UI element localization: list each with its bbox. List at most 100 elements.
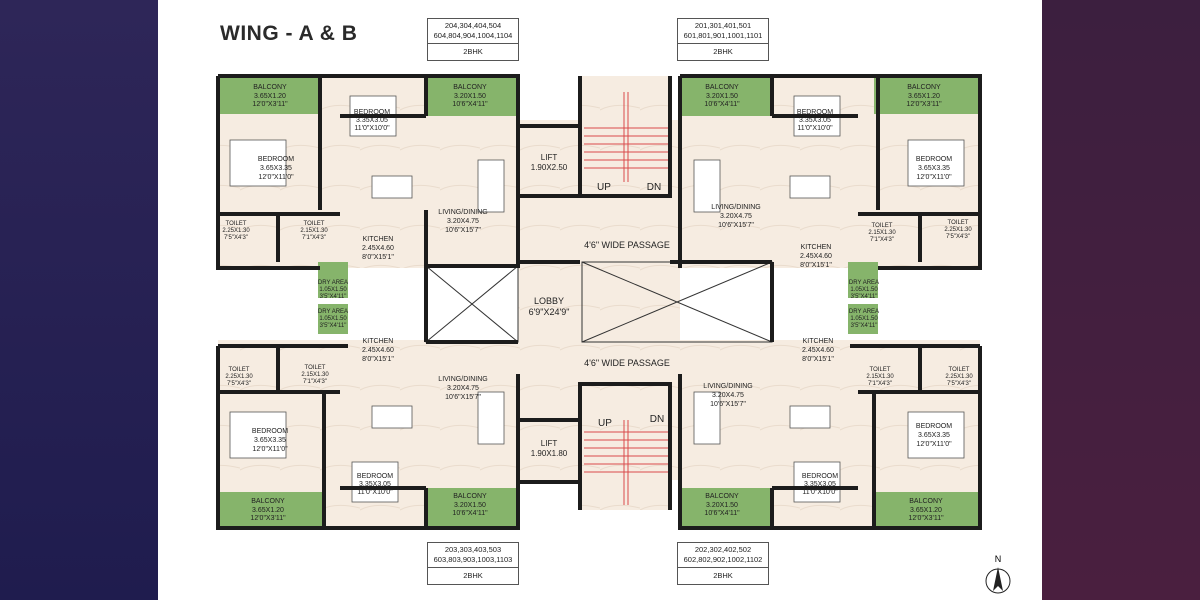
unit-type: 2BHK bbox=[463, 571, 483, 580]
kitchen-label: KITCHEN bbox=[801, 244, 832, 251]
balcony-label: BALCONY bbox=[705, 493, 739, 500]
walls bbox=[216, 74, 982, 530]
kitchen-dim: 2.45X4.60 bbox=[362, 245, 394, 252]
bedroom-dim: 3.65X3.35 bbox=[918, 165, 950, 172]
core-labels: LIFT 1.90X2.50 LIFT 1.90X1.80 LOBBY 6'9"… bbox=[529, 153, 670, 458]
bedroom-dim: 3.35X3.05 bbox=[804, 481, 836, 488]
bedroom-label: BEDROOM bbox=[916, 156, 952, 163]
bedroom-label: BEDROOM bbox=[916, 423, 952, 430]
balcony-label: BALCONY bbox=[909, 498, 943, 505]
unit-numbers: 201,301,401,501 601,801,901,1001,1101 bbox=[678, 19, 768, 44]
balcony-label: BALCONY bbox=[453, 493, 487, 500]
balcony-ft: 10'6"X4'11" bbox=[452, 510, 488, 517]
dry-area-dim: 1.05X1.50 bbox=[850, 316, 878, 322]
balcony-dim: 3.65X1.20 bbox=[254, 93, 286, 100]
bedroom-ft: 12'0"X11'0" bbox=[916, 174, 952, 181]
staircase-bottom bbox=[584, 420, 668, 505]
living-ft: 10'6"X15'7" bbox=[710, 401, 746, 408]
balcony-ft: 12'0"X3'11" bbox=[250, 515, 286, 522]
toilet-ft: 7'5"X4'3" bbox=[227, 381, 251, 387]
toilet-ft: 7'5"X4'3" bbox=[224, 235, 248, 241]
dry-area-dim: 1.05X1.50 bbox=[850, 287, 878, 293]
living-label: LIVING/DINING bbox=[438, 376, 487, 383]
living-ft: 10'6"X15'7" bbox=[445, 394, 481, 401]
toilet-ft: 7'5"X4'3" bbox=[947, 381, 971, 387]
north-compass-icon: N bbox=[985, 554, 1011, 594]
kitchen-label: KITCHEN bbox=[363, 338, 394, 345]
unit-numbers: 203,303,403,503 603,803,903,1003,1103 bbox=[428, 543, 518, 568]
balcony-ft: 12'0"X3'11" bbox=[252, 101, 288, 108]
toilet-dim: 2.15X1.30 bbox=[301, 372, 329, 378]
living-dim: 3.20X4.75 bbox=[712, 392, 744, 399]
unit-numbers-line: 602,802,902,1002,1102 bbox=[683, 555, 763, 564]
bedroom-ft: 11'0"X10'0" bbox=[354, 125, 390, 132]
balcony-dim: 3.20X1.50 bbox=[706, 93, 738, 100]
toilet-dim: 2.15X1.30 bbox=[300, 228, 328, 234]
living-label: LIVING/DINING bbox=[711, 204, 760, 211]
bedroom-dim: 3.65X3.35 bbox=[260, 165, 292, 172]
unit-type: 2BHK bbox=[463, 47, 483, 56]
balcony-label: BALCONY bbox=[253, 84, 287, 91]
right-background-panel bbox=[1042, 0, 1200, 600]
stair-down-label: DN bbox=[647, 182, 661, 193]
staircase-top bbox=[584, 92, 668, 182]
balcony-ft: 10'6"X4'11" bbox=[704, 101, 740, 108]
wing-title: WING - A & B bbox=[220, 22, 358, 45]
balcony-label: BALCONY bbox=[251, 498, 285, 505]
dry-area-label: DRY AREA bbox=[849, 309, 879, 315]
dry-area-dim: 1.05X1.50 bbox=[319, 316, 347, 322]
unit-numbers: 202,302,402,502 602,802,902,1002,1102 bbox=[678, 543, 768, 568]
bedroom-label: BEDROOM bbox=[354, 109, 390, 116]
dry-area-label: DRY AREA bbox=[318, 280, 348, 286]
stair-up-label: UP bbox=[597, 182, 611, 193]
toilet-label: TOILET bbox=[304, 221, 325, 227]
bedroom-ft: 11'0"X10'0" bbox=[802, 489, 838, 496]
kitchen-dim: 2.45X4.60 bbox=[362, 347, 394, 354]
bedroom-dim: 3.65X3.35 bbox=[254, 437, 286, 444]
lift-dim: 1.90X2.50 bbox=[531, 163, 568, 172]
unit-numbers-line: 603,803,903,1003,1103 bbox=[433, 555, 513, 564]
living-ft: 10'6"X15'7" bbox=[718, 222, 754, 229]
toilet-ft: 7'1"X4'3" bbox=[302, 235, 326, 241]
balcony-dim: 3.65X1.20 bbox=[910, 507, 942, 514]
kitchen-label: KITCHEN bbox=[363, 236, 394, 243]
toilet-label: TOILET bbox=[949, 367, 970, 373]
lobby-dim: 6'9"X24'9" bbox=[529, 307, 570, 317]
passage-label: 4'6" WIDE PASSAGE bbox=[584, 240, 670, 250]
room-labels: BALCONY 3.65X1.20 12'0"X3'11" BEDROOM 3.… bbox=[222, 84, 973, 522]
toilet-ft: 7'1"X4'3" bbox=[868, 381, 892, 387]
living-label: LIVING/DINING bbox=[703, 383, 752, 390]
lift-label: LIFT bbox=[541, 439, 558, 448]
toilet-label: TOILET bbox=[870, 367, 891, 373]
bedroom-dim: 3.35X3.05 bbox=[799, 117, 831, 124]
passage-label: 4'6" WIDE PASSAGE bbox=[584, 358, 670, 368]
unit-numbers-line: 202,302,402,502 bbox=[694, 545, 752, 554]
dry-area-ft: 3'5"X4'11" bbox=[851, 323, 878, 329]
bedroom-ft: 11'0"X10'0" bbox=[797, 125, 833, 132]
lobby-label: LOBBY bbox=[534, 296, 564, 306]
bedroom-label: BEDROOM bbox=[797, 109, 833, 116]
toilet-dim: 2.25X1.30 bbox=[225, 374, 253, 380]
unit-numbers: 204,304,404,504 604,804,904,1004,1104 bbox=[428, 19, 518, 44]
unit-type: 2BHK bbox=[713, 47, 733, 56]
balcony-dim: 3.20X1.50 bbox=[706, 502, 738, 509]
balcony-dim: 3.65X1.20 bbox=[252, 507, 284, 514]
unit-type: 2BHK bbox=[713, 571, 733, 580]
bedroom-ft: 12'0"X11'0" bbox=[252, 446, 288, 453]
toilet-dim: 2.25X1.30 bbox=[945, 374, 973, 380]
toilet-ft: 7'5"X4'3" bbox=[946, 234, 970, 240]
living-dim: 3.20X4.75 bbox=[447, 218, 479, 225]
unit-numbers-bottom-left: 203,303,403,503 603,803,903,1003,1103 2B… bbox=[427, 542, 519, 585]
balcony-fills bbox=[220, 78, 978, 526]
balcony-ft: 12'0"X3'11" bbox=[908, 515, 944, 522]
balcony-dim: 3.20X1.50 bbox=[454, 502, 486, 509]
stair-up-label: UP bbox=[598, 418, 612, 429]
dry-area-ft: 3'5"X4'11" bbox=[320, 323, 347, 329]
balcony-label: BALCONY bbox=[453, 84, 487, 91]
bedroom-label: BEDROOM bbox=[258, 156, 294, 163]
kitchen-ft: 8'0"X15'1" bbox=[362, 254, 394, 261]
balcony-dim: 3.20X1.50 bbox=[454, 93, 486, 100]
living-label: LIVING/DINING bbox=[438, 209, 487, 216]
bedroom-label: BEDROOM bbox=[357, 473, 393, 480]
